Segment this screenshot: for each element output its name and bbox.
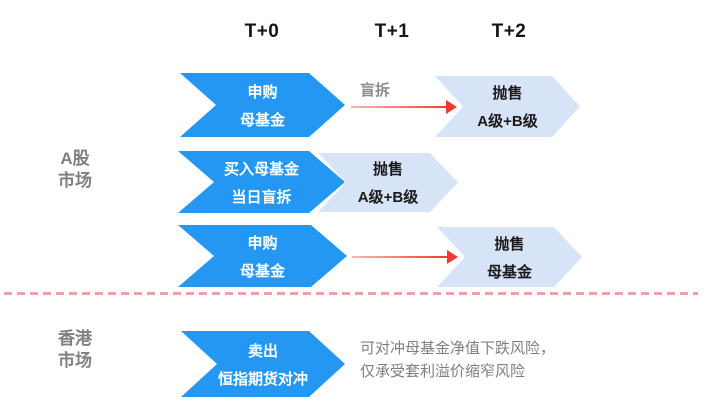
chevron-text-line1: 买入母基金 (223, 160, 299, 178)
chevron-text-line2: A级+B级 (477, 113, 538, 130)
hedge-risk-note: 可对冲母基金净值下跌风险， 仅承受套利溢价缩窄风险 (360, 337, 555, 383)
market-label-hong-kong-line1: 香港 (58, 329, 92, 348)
blind-split-label: 盲拆 (359, 82, 390, 99)
hedge-risk-note-line2: 仅承受套利溢价缩窄风险 (360, 363, 526, 380)
chevron-text-line1: 卖出 (247, 342, 278, 360)
red-arrow-shaft (352, 256, 449, 258)
market-label-a-share-line1: A股 (60, 149, 90, 168)
red-arrow-icon-row1 (351, 100, 457, 114)
chevron-text-line1: 抛售 (492, 85, 523, 102)
chevron-text-line2: 母基金 (239, 111, 285, 129)
market-label-a-share-line2: 市场 (58, 171, 92, 190)
red-arrow-shaft (351, 106, 448, 108)
section-divider-dashed (4, 292, 698, 295)
chevron-text-line1: 抛售 (372, 161, 403, 178)
chevron-text-line1: 申购 (247, 83, 278, 101)
red-arrow-head (446, 100, 457, 114)
chevron-text-line2: 母基金 (239, 262, 285, 280)
timeline-header-t1: T+1 (374, 21, 410, 42)
market-label-hong-kong: 香港 市场 (43, 328, 107, 372)
market-label-hong-kong-line2: 市场 (58, 351, 92, 370)
chevron-text-line1: 申购 (247, 234, 278, 252)
chevron-sell-hsi-futures-hedge: 卖出 恒指期货对冲 (181, 331, 345, 397)
hedge-risk-note-line1: 可对冲母基金净值下跌风险， (360, 340, 556, 357)
chevron-subscribe-parent-fund-row3: 申购 母基金 (178, 225, 347, 287)
chevron-text-line2: 当日盲拆 (231, 188, 292, 206)
timeline-header-t2: T+2 (491, 21, 527, 42)
red-arrow-icon-row3 (352, 250, 458, 264)
chevron-text-line2: 恒指期货对冲 (217, 370, 308, 388)
red-arrow-head (447, 250, 458, 264)
chevron-buy-parent-fund-row2: 买入母基金 当日盲拆 (178, 151, 345, 213)
timeline-header-t0: T+0 (244, 21, 280, 42)
chevron-text-line2: A级+B级 (357, 189, 419, 206)
chevron-text-line1: 抛售 (494, 235, 525, 253)
chevron-sell-parent-fund-row3: 抛售 母基金 (437, 227, 582, 287)
chevron-subscribe-parent-fund-row1: 申购 母基金 (180, 73, 345, 137)
chevron-text-line2: 母基金 (486, 263, 532, 281)
market-label-a-share: A股 市场 (43, 148, 107, 192)
